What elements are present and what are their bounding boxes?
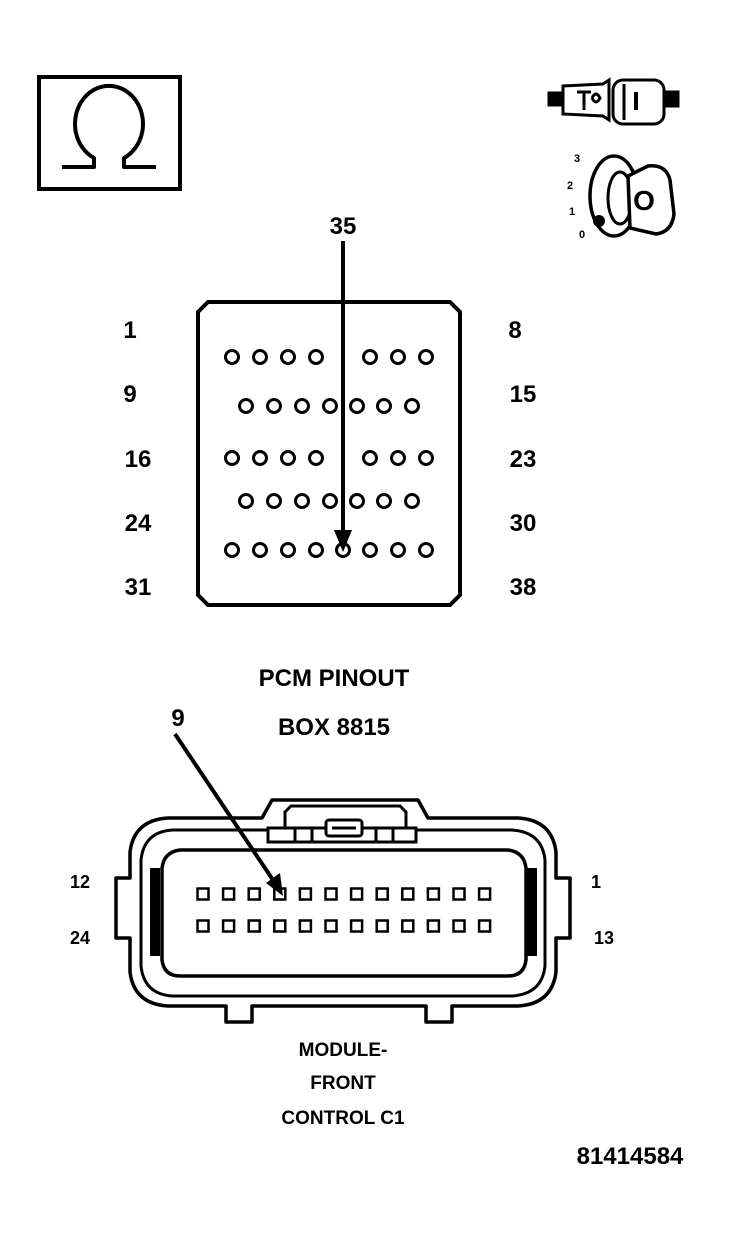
pcm-row-label-right: 30 [510, 510, 537, 537]
pcm-pin [252, 450, 268, 466]
module-connector: 9 12 24 1 13 [70, 705, 614, 1024]
pcm-pin [418, 542, 434, 558]
ignition-pos-1: 1 [569, 206, 575, 218]
pcm-pin [308, 542, 324, 558]
module-pin [221, 919, 236, 933]
pcm-pin [349, 493, 365, 509]
module-pin [401, 919, 415, 933]
pcm-pin [280, 542, 296, 558]
pcm-subtitle: BOX 8815 [278, 714, 390, 741]
pcm-pin [390, 542, 406, 558]
module-pin [426, 887, 441, 901]
pcm-pin [322, 398, 338, 414]
module-title-line2: FRONT [310, 1073, 376, 1094]
module-pin [298, 919, 313, 933]
module-pin [349, 887, 364, 901]
module-pin [324, 887, 338, 901]
pcm-row-label-left: 1 [123, 317, 136, 344]
pcm-row-label-left: 31 [125, 574, 152, 601]
pcm-pin [280, 450, 296, 466]
pcm-pin [404, 493, 420, 509]
pcm-pin [349, 398, 365, 414]
module-pin-label-24: 24 [70, 928, 90, 948]
module-title-line1: MODULE- [299, 1040, 388, 1061]
pcm-pin [376, 398, 392, 414]
module-pin [221, 887, 236, 901]
module-pin [375, 887, 389, 901]
module-pin [247, 919, 261, 933]
module-pin [298, 887, 313, 901]
module-pin [196, 919, 210, 933]
pcm-pin [252, 542, 268, 558]
pcm-pin [294, 398, 310, 414]
pcm-pin [390, 450, 406, 466]
pcm-pin [238, 398, 254, 414]
module-probe-label: 9 [171, 705, 184, 732]
pcm-row-label-right: 38 [510, 574, 537, 601]
pcm-connector: 35 1 9 16 24 31 8 15 23 30 38 [123, 213, 537, 607]
module-pin [273, 919, 287, 933]
pcm-pin [418, 450, 434, 466]
module-pin-label-1: 1 [591, 872, 601, 892]
pcm-pin [266, 398, 282, 414]
module-probe-arrow [173, 732, 283, 896]
pcm-row-label-right: 8 [508, 317, 521, 344]
pcm-pin [362, 542, 378, 558]
connector-icon [547, 77, 680, 126]
pcm-pin [266, 493, 282, 509]
pcm-pin [418, 349, 434, 365]
pcm-pin [224, 450, 240, 466]
module-pin [426, 919, 441, 933]
pcm-probe-arrow [334, 241, 352, 552]
pcm-pin [376, 493, 392, 509]
pcm-pin [224, 349, 240, 365]
pcm-row-label-right: 23 [510, 446, 537, 473]
pcm-pin [224, 542, 240, 558]
pcm-pin [308, 349, 324, 365]
key-letter: O [633, 185, 655, 216]
pcm-pin [238, 493, 254, 509]
module-pin [452, 919, 466, 933]
module-pin [401, 887, 415, 901]
ignition-pos-3: 3 [574, 153, 580, 165]
pcm-row-label-left: 9 [123, 381, 136, 408]
pcm-pin [362, 349, 378, 365]
module-pin [324, 919, 338, 933]
module-pin-label-12: 12 [70, 872, 90, 892]
pcm-row-label-left: 24 [125, 510, 152, 537]
pcm-pin-grid [224, 349, 434, 558]
ignition-pos-2: 2 [567, 180, 573, 192]
pcm-pin [252, 349, 268, 365]
pcm-pin [308, 450, 324, 466]
pcm-row-label-right: 15 [510, 381, 537, 408]
pcm-pin [362, 450, 378, 466]
module-pin-label-13: 13 [594, 928, 614, 948]
pcm-pin [390, 349, 406, 365]
pcm-pin [404, 398, 420, 414]
ignition-pos-0: 0 [579, 229, 585, 241]
pcm-pin [294, 493, 310, 509]
module-pin [452, 887, 466, 901]
module-title-line3: CONTROL C1 [281, 1108, 405, 1129]
pcm-pin [280, 349, 296, 365]
module-pin [477, 887, 492, 901]
ignition-key-icon: O 3 2 1 0 [567, 153, 676, 241]
module-pin [247, 887, 261, 901]
module-pin [375, 919, 389, 933]
pcm-pin [322, 493, 338, 509]
figure-id: 81414584 [577, 1143, 684, 1170]
pcm-row-label-left: 16 [125, 446, 152, 473]
pcm-title: PCM PINOUT [259, 665, 410, 692]
ohm-icon [37, 75, 182, 191]
module-pin [477, 919, 492, 933]
pcm-probe-label: 35 [330, 213, 357, 240]
module-pin-grid [196, 887, 492, 933]
module-pin [349, 919, 364, 933]
module-pin [196, 887, 210, 901]
